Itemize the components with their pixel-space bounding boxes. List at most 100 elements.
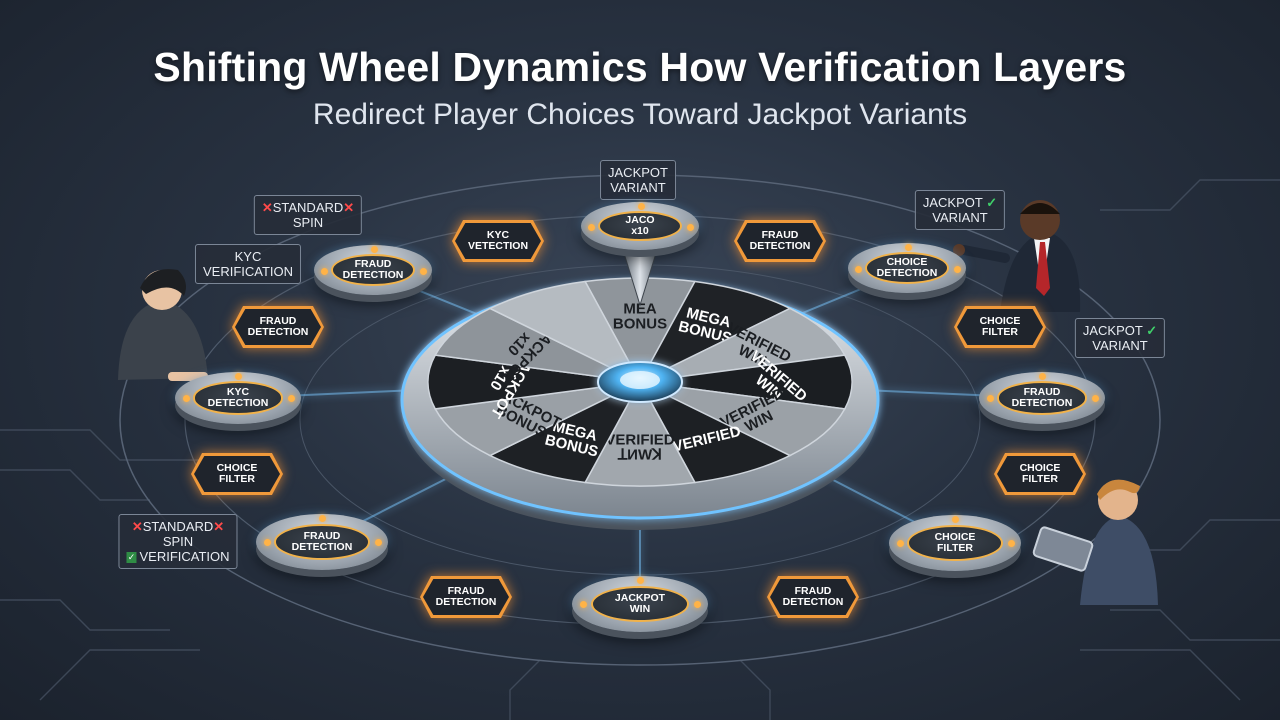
callout-line: JACKPOT ✓: [1083, 323, 1157, 338]
check-icon: ✓: [126, 552, 137, 564]
callout-line: ✓VERIFICATION: [126, 549, 230, 564]
filter-hex-text: FRAUD: [761, 229, 799, 241]
page-subtitle: Redirect Player Choices Toward Jackpot V…: [312, 98, 968, 131]
filter-hex-text: FRAUD: [794, 585, 832, 597]
status-light: [904, 244, 912, 251]
wheel-segment: [638, 380, 792, 484]
cross-icon: ✕: [213, 519, 225, 534]
status-light: [1039, 373, 1047, 381]
wheel-pointer: [622, 249, 658, 307]
status-light: [319, 515, 327, 523]
status-light: [952, 516, 960, 524]
status-light: [321, 267, 329, 275]
status-light: [1007, 540, 1015, 548]
wheel-segment: [434, 381, 641, 457]
node-disc-text: DETECTION: [342, 269, 404, 281]
callout-jackpot-variant-right1: JACKPOT ✓ VARIANT: [914, 190, 1006, 230]
circuit-traces: [0, 179, 1280, 720]
status-light: [855, 265, 863, 273]
status-light: [637, 577, 645, 585]
filter-hex-text: FILTER: [219, 473, 255, 485]
callout-standard-spin-bottom: ✕STANDARD✕ SPIN ✓VERIFICATION: [118, 514, 238, 569]
page-title: Shifting Wheel Dynamics How Verification…: [153, 44, 1127, 90]
node-disc-text: FILTER: [937, 541, 973, 554]
filter-hex-text: FRAUD: [447, 585, 485, 597]
callout-line: KYC: [234, 249, 262, 264]
check-icon: ✓: [1146, 323, 1158, 338]
callout-line: SPIN: [162, 534, 194, 549]
callout-line: JACKPOT ✓: [923, 195, 997, 210]
filter-hex-text: FRAUD: [259, 315, 297, 327]
filter-hex-text: DETECTION: [782, 596, 844, 608]
filter-hex-text: DETECTION: [435, 596, 497, 608]
filter-hex-text: KYC: [486, 229, 510, 241]
node-disc-text: CHOICE: [886, 256, 928, 268]
wheel-segment: [639, 381, 846, 457]
callout-line: ✕STANDARD✕: [126, 519, 229, 534]
check-icon: ✓: [986, 195, 998, 210]
status-light: [954, 265, 962, 273]
node-disc-text: DETECTION: [207, 396, 269, 409]
callout-line: VERIFICATION: [202, 264, 294, 279]
status-light: [637, 202, 645, 210]
status-light: [235, 373, 243, 381]
filter-hex-text: DETECTION: [247, 326, 309, 338]
filter-hex-text: CHOICE: [216, 462, 258, 474]
callout-kyc-verification: KYC VERIFICATION: [194, 244, 302, 284]
person-right-top: [953, 200, 1081, 312]
wheel-segment: [583, 380, 697, 487]
node-disc-text: KYC: [226, 385, 250, 398]
node-disc-text: DETECTION: [1011, 396, 1073, 409]
filter-hex-text: CHOICE: [979, 315, 1021, 327]
status-light: [182, 395, 190, 403]
node-disc-text: FRAUD: [303, 529, 341, 542]
callout-line: ✕STANDARD✕: [262, 200, 354, 215]
status-light: [896, 540, 904, 548]
wheel-segment: [488, 380, 642, 484]
filter-hex-text: FILTER: [1022, 473, 1058, 485]
wheel-segment: [638, 280, 792, 384]
node-disc-text: DETECTION: [291, 540, 353, 553]
filter-hex-text: CHOICE: [1019, 462, 1061, 474]
status-light: [374, 539, 382, 547]
status-light: [263, 539, 271, 547]
status-light: [288, 395, 296, 403]
callout-line: SPIN: [292, 215, 324, 230]
wheel-segment: [488, 280, 642, 384]
